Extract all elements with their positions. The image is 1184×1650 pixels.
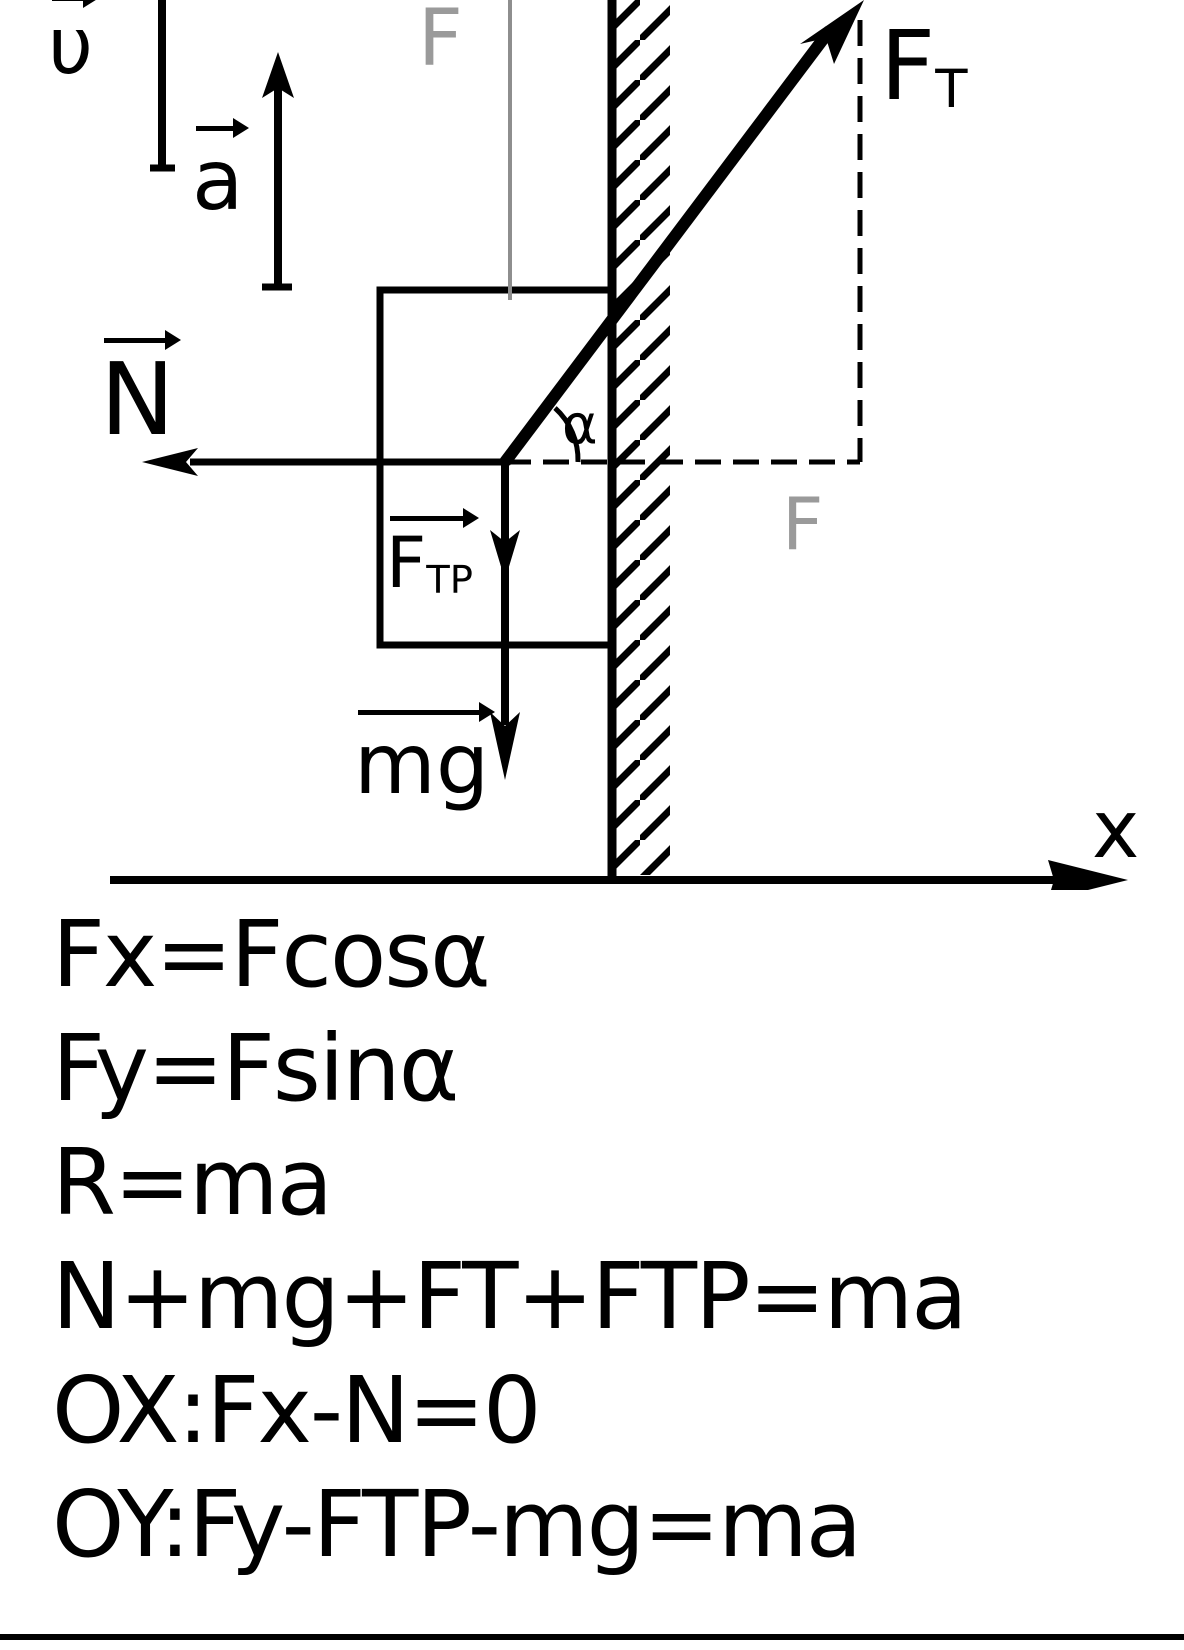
normal-force-label: N (100, 330, 181, 458)
friction-arrowhead (490, 530, 520, 580)
angle-label: α (562, 393, 598, 456)
equation-ox-projection: OX:Fx-N=0 (52, 1357, 542, 1464)
force-diagram: υ a N FT FTP mg α x F F (48, 0, 1140, 900)
friction-force-label: FTP (386, 507, 479, 604)
bottom-border-line (0, 1634, 1184, 1640)
equation-fy: Fy=Fsinα (52, 1015, 459, 1122)
normal-force-arrow (142, 448, 505, 476)
equation-vector-sum: N+mg+FT+FTP=ma (52, 1243, 968, 1350)
block (376, 286, 616, 649)
equation-fx: Fx=Fcosα (52, 901, 491, 1008)
wall (607, 0, 670, 878)
acceleration-label: a (192, 118, 251, 229)
gravity-arrow (490, 462, 520, 780)
acceleration-arrow (262, 52, 294, 291)
x-axis-label: x (1092, 783, 1140, 876)
projection-lines (505, 20, 863, 465)
tension-force-label: FT (880, 10, 968, 122)
angle-arc (553, 406, 581, 463)
diagram-svg (110, 0, 1128, 900)
faint-force-label-top: F (418, 0, 463, 84)
equation-newton-second-law: R=ma (52, 1129, 333, 1236)
equations-block: Fx=Fcosα Fy=Fsinα R=ma N+mg+FT+FTP=ma OX… (52, 898, 1162, 1582)
equation-oy-projection: OY:Fy-FTP-mg=ma (52, 1471, 862, 1578)
velocity-label: υ (48, 0, 100, 92)
gravity-label: mg (354, 702, 496, 813)
tension-force-arrow (500, 0, 864, 466)
faint-force-label-right: F (782, 482, 824, 566)
